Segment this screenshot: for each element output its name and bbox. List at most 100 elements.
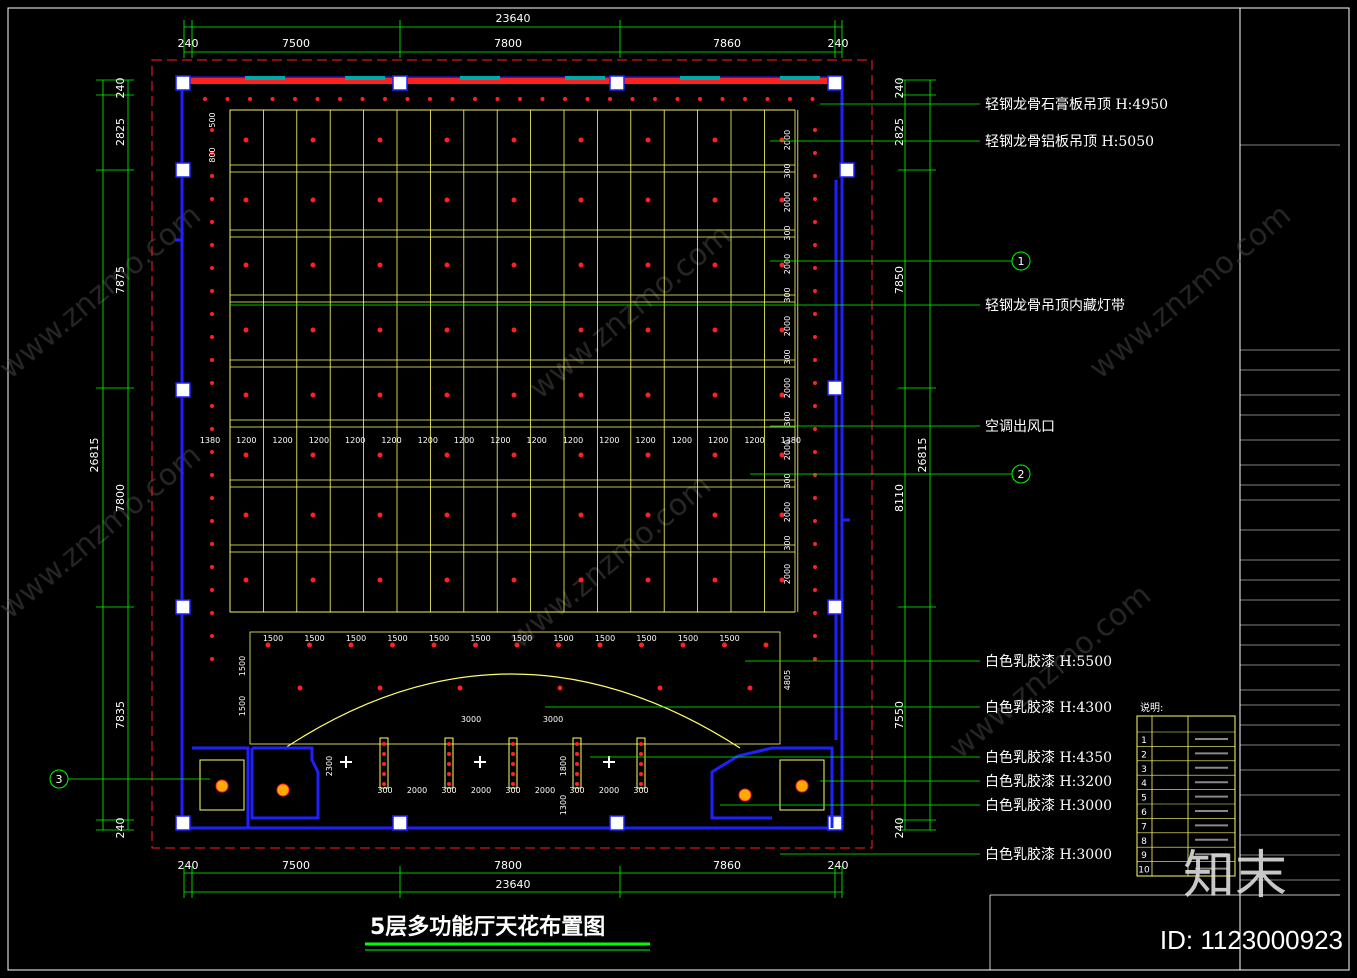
watermark-text: www.znzmo.com bbox=[503, 468, 718, 657]
column bbox=[609, 75, 625, 91]
dimension-label: 1300 bbox=[559, 795, 568, 815]
downlight bbox=[457, 685, 463, 691]
downlight bbox=[720, 97, 725, 101]
building-outline-dashed bbox=[151, 59, 873, 849]
downlight bbox=[511, 262, 517, 268]
downlight bbox=[383, 97, 387, 101]
dimension-label: 2300 bbox=[325, 756, 334, 776]
downlight bbox=[511, 577, 517, 583]
dimension-label: 2000 bbox=[783, 254, 792, 274]
dimension-label: 8110 bbox=[893, 484, 906, 512]
ceiling-grid bbox=[229, 109, 799, 613]
downlight bbox=[210, 174, 214, 178]
downlight bbox=[377, 137, 383, 143]
marker-number: 3 bbox=[56, 773, 63, 786]
downlight bbox=[511, 137, 517, 143]
column bbox=[827, 75, 843, 91]
dimension-label: 300 bbox=[783, 287, 792, 302]
downlight bbox=[444, 262, 450, 268]
downlight bbox=[444, 392, 450, 398]
window-marks bbox=[245, 76, 820, 80]
downlight bbox=[657, 685, 663, 691]
downlight bbox=[639, 752, 643, 756]
downlight bbox=[639, 642, 644, 648]
downlight bbox=[712, 197, 718, 203]
legend-row-number: 2 bbox=[1141, 750, 1147, 760]
watermark-id: ID: 1123000923 bbox=[1159, 925, 1343, 955]
downlight bbox=[578, 262, 584, 268]
downlight bbox=[243, 327, 249, 333]
downlight bbox=[747, 685, 753, 691]
downlight bbox=[210, 496, 214, 500]
downlight bbox=[310, 577, 316, 583]
downlight bbox=[813, 312, 817, 316]
downlight bbox=[310, 512, 316, 518]
downlight bbox=[578, 512, 584, 518]
downlight bbox=[382, 782, 386, 786]
downlight bbox=[447, 752, 451, 756]
downlight bbox=[210, 634, 214, 638]
downlight bbox=[645, 512, 651, 518]
legend-row-number: 6 bbox=[1141, 808, 1147, 818]
callout-label: 轻钢龙骨石膏板吊顶 H:4950 bbox=[985, 96, 1168, 113]
downlight bbox=[578, 327, 584, 333]
dimension-lines bbox=[96, 20, 936, 898]
downlight bbox=[210, 197, 214, 201]
downlight bbox=[203, 97, 207, 101]
downlight bbox=[511, 197, 517, 203]
downlight bbox=[813, 289, 817, 293]
downlight bbox=[210, 151, 214, 155]
wall-line bbox=[710, 746, 773, 820]
downlight bbox=[310, 452, 316, 458]
downlight bbox=[444, 452, 450, 458]
dimension-label: 1200 bbox=[490, 436, 510, 445]
downlight bbox=[813, 174, 817, 178]
stage-fixtures bbox=[215, 779, 809, 802]
downlight bbox=[210, 404, 214, 408]
downlight bbox=[243, 577, 249, 583]
downlight bbox=[243, 392, 249, 398]
dimension-label: 2000 bbox=[783, 378, 792, 398]
downlight bbox=[645, 452, 651, 458]
downlight bbox=[447, 762, 451, 766]
downlight bbox=[813, 266, 817, 270]
downlight bbox=[225, 97, 230, 101]
marker-circle bbox=[49, 769, 69, 789]
dimension-label: 7800 bbox=[494, 37, 522, 50]
column bbox=[175, 162, 191, 178]
downlight bbox=[813, 358, 817, 362]
dimension-label: 2825 bbox=[114, 118, 127, 146]
downlight bbox=[608, 97, 612, 101]
dimension-label: 1380 bbox=[200, 436, 220, 445]
downlight bbox=[377, 327, 383, 333]
drawing-title: 5层多功能厅天花布置图 bbox=[370, 914, 605, 940]
dimension-label: 240 bbox=[893, 818, 906, 839]
downlight bbox=[788, 97, 792, 101]
dimension-label: 300 bbox=[783, 411, 792, 426]
downlight bbox=[390, 642, 395, 648]
downlight bbox=[813, 519, 817, 523]
downlight bbox=[813, 565, 817, 569]
dimension-label: 26815 bbox=[916, 438, 929, 473]
downlight bbox=[210, 312, 214, 316]
downlight bbox=[382, 752, 386, 756]
window-mark bbox=[780, 76, 820, 80]
downlight bbox=[675, 97, 680, 101]
downlight bbox=[645, 197, 651, 203]
dimension-label: 23640 bbox=[496, 12, 531, 25]
dimension-label: 3000 bbox=[543, 715, 563, 724]
downlight bbox=[377, 197, 383, 203]
downlight bbox=[514, 642, 520, 648]
dimension-label: 7800 bbox=[114, 484, 127, 512]
dimension-label: 300 bbox=[783, 535, 792, 550]
dimension-label: 7860 bbox=[713, 37, 741, 50]
callout-label: 轻钢龙骨铝板吊顶 H:5050 bbox=[985, 134, 1154, 150]
dimension-label: 1500 bbox=[238, 696, 247, 716]
legend-row-number: 9 bbox=[1141, 851, 1147, 861]
downlight bbox=[712, 512, 718, 518]
dimension-label: 1500 bbox=[429, 634, 449, 643]
downlight bbox=[653, 97, 657, 101]
